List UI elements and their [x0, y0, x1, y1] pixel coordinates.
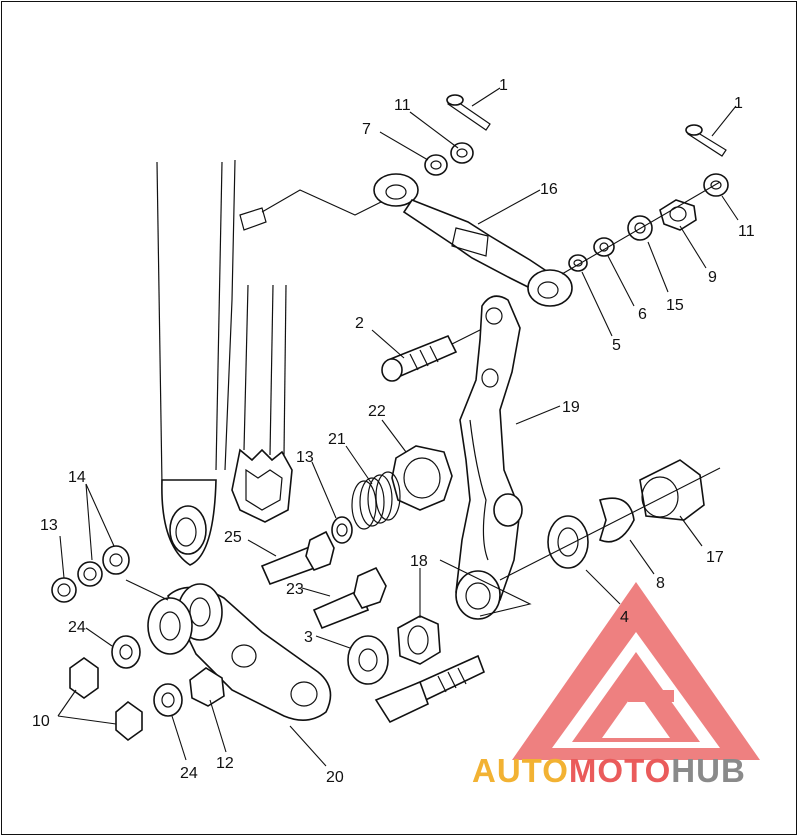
callout-13-left: 13 — [40, 517, 58, 534]
callout-12: 12 — [216, 755, 234, 772]
callout-7: 7 — [362, 121, 371, 138]
callout-1-upper-right: 1 — [734, 95, 743, 112]
bracket-plate — [167, 583, 332, 721]
callout-17: 17 — [706, 549, 724, 566]
watermark-logo — [512, 582, 760, 760]
callout-14: 14 — [68, 469, 86, 486]
callout-25: 25 — [224, 529, 242, 546]
link-rod — [373, 173, 573, 307]
callout-6: 6 — [638, 306, 647, 323]
callout-16: 16 — [540, 181, 558, 198]
stand-leg — [231, 284, 293, 523]
callout-2: 2 — [355, 315, 364, 332]
callout-1-upper-left: 1 — [499, 77, 508, 94]
callout-22: 22 — [368, 403, 386, 420]
lower-stack — [347, 559, 532, 724]
callout-19: 19 — [562, 399, 580, 416]
watermark-hub: HUB — [671, 752, 746, 789]
bolts-23-25 — [260, 530, 387, 630]
callout-15: 15 — [666, 297, 684, 314]
watermark-text: AUTOMOTOHUB — [472, 752, 746, 790]
callout-5: 5 — [612, 337, 621, 354]
callout-3: 3 — [304, 629, 313, 646]
callout-23: 23 — [286, 581, 304, 598]
callout-18: 18 — [410, 553, 428, 570]
lever-arm — [455, 295, 523, 620]
callout-4: 4 — [620, 609, 629, 626]
callout-11-upper: 11 — [394, 97, 411, 114]
callout-8: 8 — [656, 575, 665, 592]
callout-20: 20 — [326, 769, 344, 786]
callout-9: 9 — [708, 269, 717, 286]
callout-21: 21 — [328, 431, 346, 448]
callout-24-upper: 24 — [68, 619, 86, 636]
callout-24-lower: 24 — [180, 765, 198, 782]
left-hardware — [51, 545, 225, 742]
frame-tube — [156, 159, 386, 566]
right-bushings — [499, 459, 721, 581]
callout-10: 10 — [32, 713, 50, 730]
leader-lines — [57, 87, 739, 767]
upper-hardware — [424, 94, 729, 275]
pivot-stack — [331, 445, 453, 544]
callout-13-center: 13 — [296, 449, 314, 466]
callout-11-right: 11 — [738, 223, 755, 240]
watermark-auto: AUTO — [472, 752, 569, 789]
watermark-moto: MOTO — [568, 752, 672, 789]
callout-labels: 1 1 2 3 4 5 6 7 8 9 10 11 11 12 13 13 14… — [32, 77, 755, 786]
